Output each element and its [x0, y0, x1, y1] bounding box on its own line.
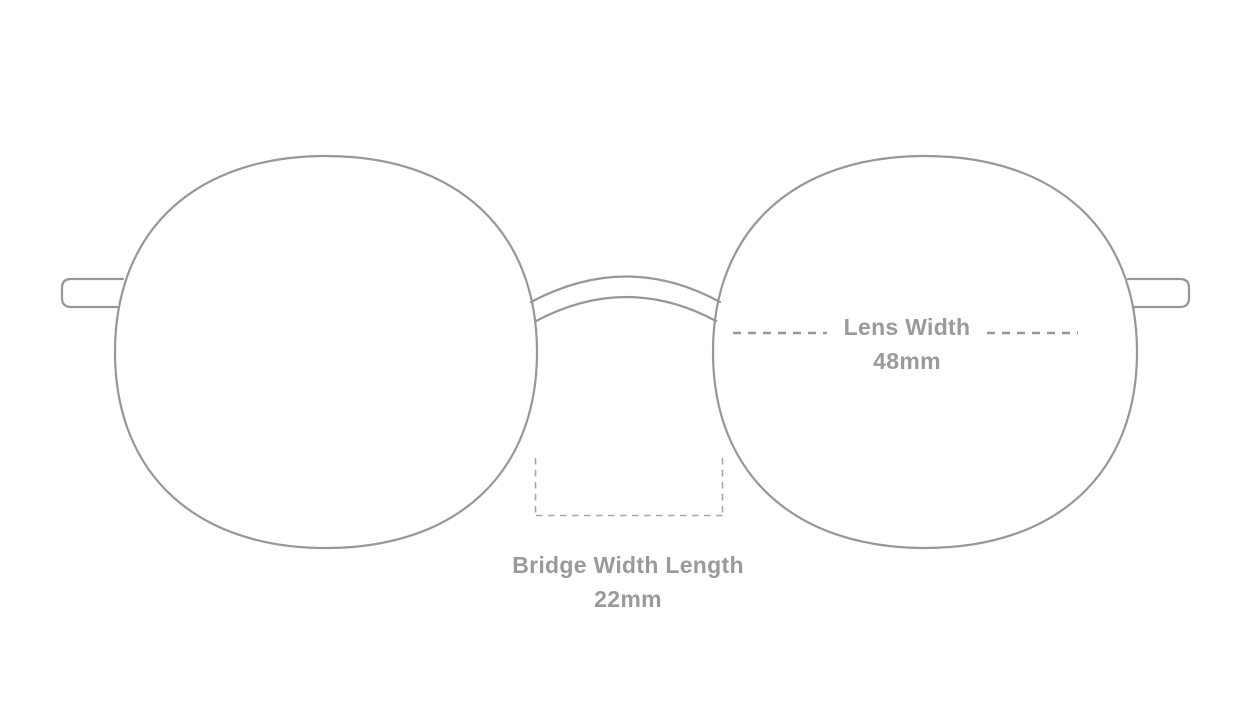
- right-temple-tip: [1126, 277, 1191, 309]
- bridge-width-value-text: 22mm: [594, 586, 662, 612]
- bridge-width-annotation: Bridge Width Length 22mm: [468, 548, 788, 616]
- lens-width-value-text: 48mm: [873, 348, 941, 374]
- bridge-width-label-text: Bridge Width Length: [512, 552, 744, 578]
- left-lens-outline: [113, 154, 539, 550]
- lens-width-label-text: Lens Width: [843, 314, 971, 340]
- bridge-upper-curve: [529, 275, 722, 304]
- bridge-lower-curve: [534, 296, 718, 323]
- right-lens-outline: [711, 154, 1139, 550]
- lens-width-annotation: Lens Width 48mm: [747, 310, 1067, 378]
- left-temple-tip: [60, 277, 125, 309]
